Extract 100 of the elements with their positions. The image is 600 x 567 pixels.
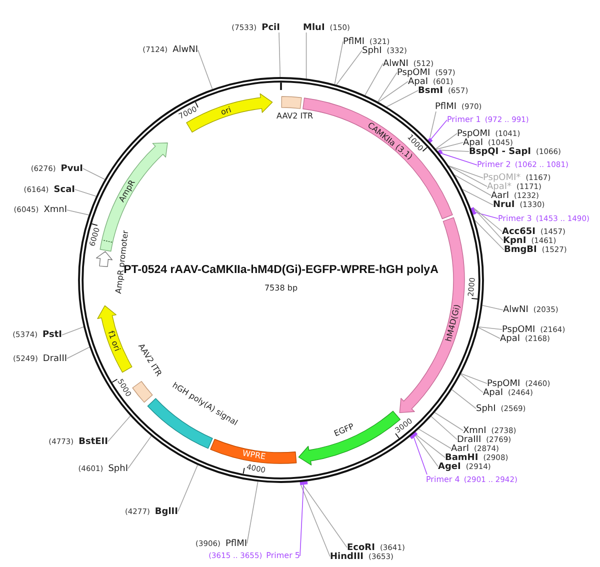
enzyme-name: PspOMI [457,128,490,138]
leader-line [474,208,504,241]
enzyme-name: MluI [303,22,325,32]
leader-line [474,220,504,250]
enzyme-name: HindIII [330,552,364,562]
enzyme-name: ApaI* [487,182,512,192]
leader-line [386,90,418,108]
enzyme-name: ApaI [500,334,520,344]
leader-line [440,150,470,152]
leader-line [336,50,362,86]
leader-line [478,326,502,330]
leader-line [448,166,488,187]
plasmid-title: PT-0524 rAAV-CaMKIIa-hM4D(Gi)-EGFP-WPRE-hGH polyA [124,264,438,276]
leader-line [364,63,384,96]
leader-line [448,165,484,178]
leader-line [462,189,494,206]
leader-line [108,416,131,442]
leader-line [436,142,464,150]
feature-label: f1 ori [106,329,122,352]
enzyme-name: DraIII [42,354,67,364]
enzyme-name: PvuI [60,164,83,174]
enzyme-name: SphI [476,404,496,414]
leader-line [454,174,492,196]
enzyme-name: PflMI [343,36,365,46]
leader-line [62,326,84,336]
feature-label: ori [220,105,232,118]
enzyme-name: AarI [451,444,470,454]
enzyme-name: ScaI [54,184,75,194]
primer-name: Primer 1 [447,115,481,125]
leader-line [428,120,448,143]
feature-label: EGFP [333,422,356,438]
enzyme-name: ApaI [408,76,428,86]
leader-line [246,481,258,544]
enzyme-name: XmnI [44,205,67,215]
leader-line [418,428,452,449]
feature-label: WPRE [241,449,266,462]
enzyme-name: ApaI [483,388,504,398]
leader-line [430,416,458,440]
enzyme-name: BstEII [78,436,108,446]
enzyme-name: ApaI [463,138,484,148]
leader-line [438,149,478,166]
enzyme-name: PspOMI [487,378,520,388]
enzyme-name: NruI [493,200,515,210]
enzyme-name: AlwNI [503,305,528,315]
leader-line [278,32,281,78]
leader-line [198,50,213,90]
enzyme-name: AarI [491,190,510,200]
enzyme-name: PstI [42,330,62,340]
leader-line [415,435,438,467]
leader-line [451,389,476,409]
enzyme-name: AlwNI [383,58,408,68]
enzyme-name: PspOMI [502,324,536,334]
enzyme-name: DraIII [457,434,482,444]
leader-line [74,189,97,197]
leader-line [434,412,464,431]
leader-line [302,484,348,548]
leader-line [66,210,90,216]
leader-line [478,327,500,339]
primer-name: Primer 3 [498,214,532,224]
leader-line [482,305,504,310]
leader-line [300,480,308,556]
leader-line [334,41,344,85]
enzyme-name: Acc65I [502,226,536,236]
enzyme-name: PspOMI* [483,173,521,183]
primer-name: Primer 4 [426,474,460,484]
primer-name: Primer 5 [266,551,300,561]
enzyme-name: BglII [154,506,178,516]
leader-line [435,133,458,150]
enzyme-name: AgeI [438,462,461,472]
enzyme-name: XmnI [463,426,486,436]
enzyme-name: BamHI [445,452,478,462]
leader-line [128,436,152,469]
leader-line [306,32,307,80]
leader-line [66,346,90,359]
enzyme-name: AlwNI [172,45,198,55]
leader-line [378,81,408,102]
primer-name: Primer 2 [477,160,511,170]
enzyme-name: PflMI [435,102,457,112]
feature-label: AAV2 ITR [276,111,314,120]
leader-line [460,373,488,384]
leader-line [377,72,398,102]
enzyme-name: SphI [108,464,128,474]
leader-line [470,207,498,219]
leader-line [300,484,330,557]
enzyme-name: EcoRI [347,542,375,552]
leader-line [416,434,446,458]
enzyme-name: KpnI [503,236,526,246]
leader-line [460,374,484,393]
leader-line [430,111,436,138]
enzyme-name: PciI [262,22,280,32]
enzyme-name: SphI [362,46,382,56]
enzyme-name: BspQI - SapI [469,146,532,156]
enzyme-name: BmgBI [504,245,537,255]
plasmid-size: 7538 bp [264,283,298,292]
leader-line [178,464,198,512]
enzyme-name: PspOMI [397,68,430,78]
enzyme-name: PflMI [225,538,247,548]
leader-line [474,208,502,232]
leader-line [82,168,106,180]
enzyme-name: BsmI [418,86,443,96]
